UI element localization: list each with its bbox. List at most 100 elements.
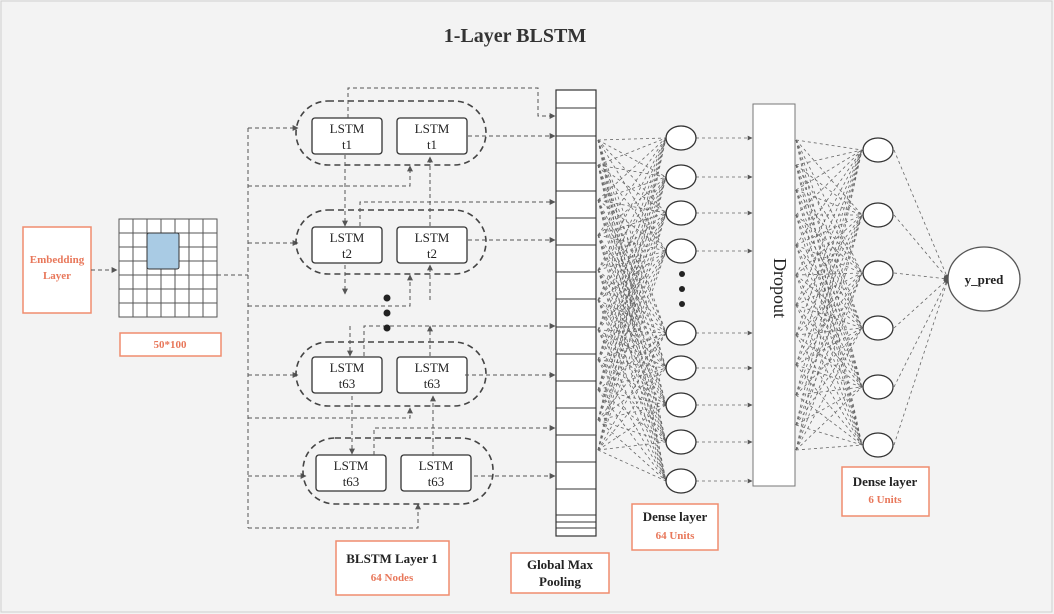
connection-line bbox=[597, 329, 667, 334]
dense64-node bbox=[665, 320, 697, 346]
lstm-cell-label: LSTM bbox=[419, 458, 454, 473]
connection-line bbox=[795, 272, 863, 396]
lstm-backward-cell bbox=[396, 226, 468, 264]
matrix-cell bbox=[132, 246, 148, 262]
connection-line bbox=[597, 250, 667, 331]
matrix-cell bbox=[146, 218, 162, 234]
dense64-node bbox=[665, 429, 697, 455]
lstm-cell-label: LSTM bbox=[415, 230, 450, 245]
connection-line bbox=[597, 176, 667, 451]
connection-line bbox=[597, 250, 667, 421]
connection-line bbox=[795, 244, 863, 446]
dense64-label-title: Dense layer bbox=[643, 509, 708, 524]
output-label: y_pred bbox=[965, 272, 1005, 287]
matrix-cell bbox=[174, 302, 190, 318]
connection-line bbox=[597, 212, 667, 391]
connection-line bbox=[795, 394, 863, 446]
matrix-cell bbox=[146, 288, 162, 304]
connection-line bbox=[795, 164, 863, 216]
connection-line bbox=[893, 278, 949, 446]
dropout-layer-box bbox=[752, 103, 796, 487]
connection-line bbox=[795, 214, 863, 329]
connection-line bbox=[597, 234, 667, 406]
lstm-cell-label: LSTM bbox=[330, 121, 365, 136]
matrix-highlight-cell bbox=[146, 232, 180, 270]
connection-line bbox=[597, 176, 667, 331]
matrix-cell bbox=[202, 288, 218, 304]
connection-line bbox=[893, 278, 949, 388]
lstm-cell-timestep: t63 bbox=[428, 474, 445, 489]
lstm-forward-cell bbox=[311, 356, 383, 394]
connection-line bbox=[597, 139, 667, 214]
connection-line bbox=[795, 214, 863, 306]
embedding-dims-box bbox=[119, 332, 222, 357]
lstm-cell-label: LSTM bbox=[415, 360, 450, 375]
connection-line bbox=[795, 139, 863, 446]
connection-line bbox=[795, 272, 863, 451]
dense64-node bbox=[665, 125, 697, 151]
connection-line bbox=[597, 212, 667, 301]
connection-line bbox=[597, 212, 667, 331]
connection-line bbox=[795, 327, 863, 396]
blstm-label-sub: 64 Nodes bbox=[371, 572, 414, 584]
matrix-cell bbox=[174, 288, 190, 304]
connection-line bbox=[597, 199, 667, 482]
connection-line bbox=[597, 199, 667, 334]
connection-line bbox=[597, 212, 667, 421]
connection-line bbox=[893, 278, 949, 329]
matrix-cell bbox=[132, 260, 148, 276]
connection-line bbox=[795, 327, 863, 366]
dense-6-nodes bbox=[862, 137, 894, 458]
lstm-cell-timestep: t1 bbox=[342, 137, 352, 152]
connection-line bbox=[597, 449, 667, 482]
connection-line bbox=[597, 269, 667, 369]
matrix-cell bbox=[132, 302, 148, 318]
connection-line bbox=[795, 214, 863, 396]
lstm-backward-cell bbox=[396, 117, 468, 155]
dense64-node bbox=[665, 392, 697, 418]
dropout-label: Dropout bbox=[770, 258, 790, 318]
connection-line bbox=[795, 139, 863, 216]
connection-line bbox=[597, 164, 667, 252]
pooling-outline bbox=[555, 89, 597, 537]
lstm-cell-timestep: t2 bbox=[427, 246, 437, 261]
matrix-cell bbox=[188, 260, 204, 276]
dense6-label-title: Dense layer bbox=[853, 474, 918, 489]
connection-line bbox=[795, 327, 863, 451]
connection-line bbox=[893, 214, 949, 280]
connection-line bbox=[597, 329, 667, 406]
connection-line bbox=[795, 149, 863, 396]
dense6-node bbox=[862, 315, 894, 341]
matrix-cell bbox=[174, 218, 190, 234]
connection-line bbox=[795, 274, 863, 388]
connection-line bbox=[597, 199, 667, 252]
connection-line bbox=[795, 164, 863, 388]
connection-line bbox=[597, 332, 667, 451]
matrix-cell bbox=[118, 288, 134, 304]
lstm-cell-timestep: t63 bbox=[424, 376, 441, 391]
ellipsis-dot bbox=[679, 301, 685, 307]
matrix-cell bbox=[188, 274, 204, 290]
lstm-cell-label: LSTM bbox=[330, 230, 365, 245]
connection-line bbox=[597, 359, 667, 482]
connection-line bbox=[795, 214, 863, 451]
dense6-node bbox=[862, 137, 894, 163]
diagram-title: 1-Layer BLSTM bbox=[444, 25, 587, 47]
lstm-cell-label: LSTM bbox=[334, 458, 369, 473]
lstm-forward-cell bbox=[315, 454, 387, 492]
dense6-node bbox=[862, 374, 894, 400]
matrix-cell bbox=[160, 218, 176, 234]
blstm-timestep-group bbox=[295, 209, 487, 275]
connection-line bbox=[795, 386, 863, 426]
connection-line bbox=[795, 272, 863, 426]
connection-line bbox=[597, 137, 667, 236]
matrix-cell bbox=[160, 302, 176, 318]
lstm-cell-label: LSTM bbox=[330, 360, 365, 375]
matrix-cell bbox=[118, 246, 134, 262]
lstm-cell-label: LSTM bbox=[415, 121, 450, 136]
lstm-cell-timestep: t1 bbox=[427, 137, 437, 152]
lstm-chain-arrows bbox=[342, 87, 556, 479]
connection-line bbox=[795, 149, 863, 246]
